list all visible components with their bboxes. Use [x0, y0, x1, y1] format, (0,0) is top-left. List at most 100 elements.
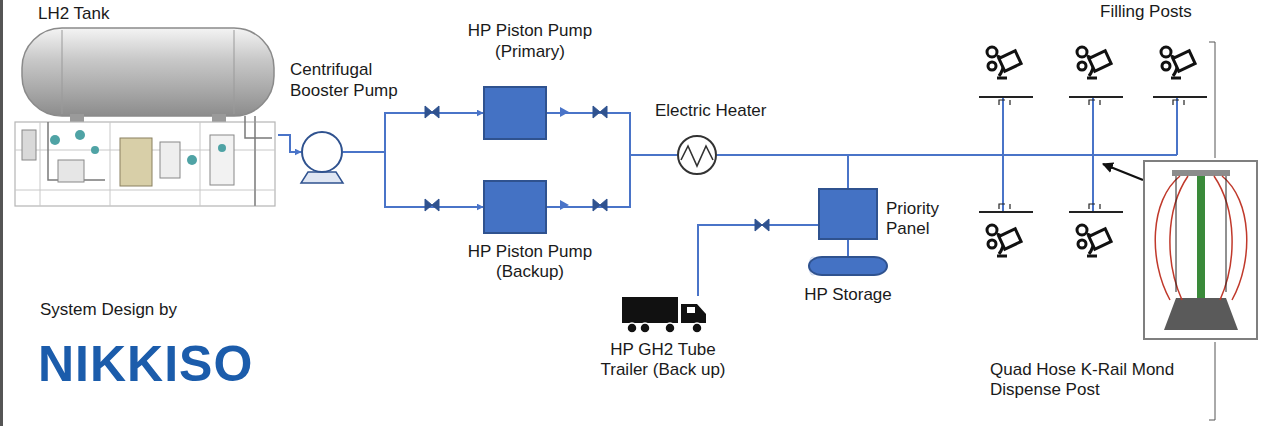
node-label: Filling Posts: [1100, 2, 1210, 22]
filling-post-icon: [997, 255, 1007, 258]
truck-icon: [622, 297, 706, 333]
flow-arrow: [560, 200, 569, 210]
truck-icon: [627, 323, 637, 333]
dispense-manifold: [1092, 98, 1094, 211]
dispense-manifold: [958, 154, 1177, 156]
filling-post-icon: [1153, 47, 1207, 105]
pipe-connector: [278, 135, 301, 152]
filling-post-icon: [1069, 211, 1123, 213]
tank-illustration: [245, 116, 272, 138]
node-label: HP Storage: [798, 285, 898, 305]
tank-node: LH2 Tank: [12, 28, 278, 206]
filling-post-icon: [979, 211, 1033, 213]
filling-post-icon: [999, 51, 1021, 71]
node-label: Centrifugal Booster Pump: [290, 60, 415, 101]
valve-symbol: [425, 106, 439, 118]
tank-illustration: [254, 116, 256, 206]
valve-symbol: [593, 106, 607, 118]
filling-post-icon: [979, 47, 1033, 105]
pipe-connector: [1103, 164, 1143, 180]
filling-post-icon: [987, 47, 1021, 78]
filling-post-icon: [997, 77, 1007, 80]
filling-post-icon: [987, 225, 1021, 256]
truck-icon: [622, 297, 678, 323]
filling-post-icon: [979, 96, 1033, 98]
node-label: HP GH2 Tube Trailer (Back up): [597, 340, 729, 381]
filling-post-icon: [1009, 204, 1010, 209]
filling-post-icon: [1078, 62, 1086, 70]
dispense-post-illustration: [1214, 176, 1232, 300]
node-label: HP Piston Pump (Backup): [460, 242, 600, 283]
pump-base: [301, 172, 343, 183]
filling-post-icon: [1069, 96, 1123, 98]
node-label: Priority Panel: [886, 199, 958, 240]
filling-post-icon: [1089, 229, 1111, 249]
truck-icon: [687, 307, 695, 313]
filling-post-icon: [1162, 62, 1170, 70]
node-label: HP Piston Pump (Primary): [460, 21, 600, 62]
tank-illustration: [15, 28, 275, 206]
filling-post-icon: [999, 229, 1021, 249]
tank-illustration: [58, 160, 84, 182]
bracket-line: [1209, 42, 1215, 43]
dispense-post-illustration: [1155, 176, 1247, 300]
node-label: Electric Heater: [655, 101, 785, 121]
filling-post-icon: [1099, 100, 1100, 105]
dispense-post-illustration: [1222, 176, 1247, 300]
dispense-post-illustration: [1146, 162, 1256, 338]
pipe-connector: [343, 113, 483, 152]
bracket-line: [1215, 42, 1216, 158]
bracket-line: [1209, 420, 1215, 421]
pump-base: [301, 172, 343, 183]
pipe-connector: [698, 225, 818, 296]
credit-text: System Design by: [40, 300, 220, 320]
dispense-post-illustration: [1226, 176, 1227, 292]
filling-post-icon: [988, 240, 996, 248]
tank-illustration: [22, 130, 36, 160]
filling-post-icon: [1087, 255, 1097, 258]
tank-illustration: [218, 144, 226, 152]
tank-illustration: [200, 122, 201, 206]
pipe-connector: [547, 155, 677, 207]
tank-illustration: [120, 138, 152, 186]
dispense-post-illustration: [1146, 162, 1256, 338]
storage-cylinder: HP Storage: [808, 256, 888, 276]
tank-illustration: [91, 146, 99, 154]
tank-illustration: [15, 122, 275, 206]
tank-illustration: [234, 30, 235, 114]
valve-symbol: [755, 219, 769, 231]
filling-post-icon: [1009, 100, 1010, 105]
filling-post-icon: [1153, 96, 1207, 98]
tank-illustration: [160, 142, 180, 178]
tank-illustration: [210, 135, 234, 185]
tank-illustration: [62, 30, 63, 114]
truck-icon: [665, 323, 675, 333]
dispense-manifold: [1176, 98, 1178, 155]
truck-icon: [640, 323, 650, 333]
dispense-post-illustration: [1172, 170, 1230, 176]
filling-post-icon: [1161, 47, 1195, 78]
filling-post-icon: [1069, 204, 1123, 256]
filling-post-icon: [1099, 204, 1100, 209]
filling-post-icon: [999, 100, 1005, 105]
filling-post-icon: [999, 204, 1005, 209]
dispense-post-illustration: [1176, 176, 1177, 292]
pipe-connector: [848, 155, 958, 188]
dispense-post-illustration: [1164, 298, 1238, 330]
tank-illustration: [75, 130, 85, 140]
filling-post-icon: [979, 204, 1033, 256]
filling-post-icon: [1077, 47, 1087, 57]
tank-illustration: [50, 135, 60, 145]
filling-post-icon: [987, 225, 997, 235]
pump-circle: Centrifugal Booster Pump: [301, 131, 343, 173]
filling-post-icon: [1173, 100, 1179, 105]
process-box: Priority Panel: [818, 188, 878, 240]
tank-illustration: [70, 114, 84, 122]
post-group: Filling Posts: [958, 36, 1192, 300]
tank-illustration: [187, 155, 197, 165]
pipe-connector: [847, 240, 849, 256]
image-frame: Quad Hose K-Rail Mond Dispense Post: [1143, 160, 1258, 340]
company-logo: NIKKISO: [38, 334, 278, 394]
filling-post-icon: [988, 62, 996, 70]
